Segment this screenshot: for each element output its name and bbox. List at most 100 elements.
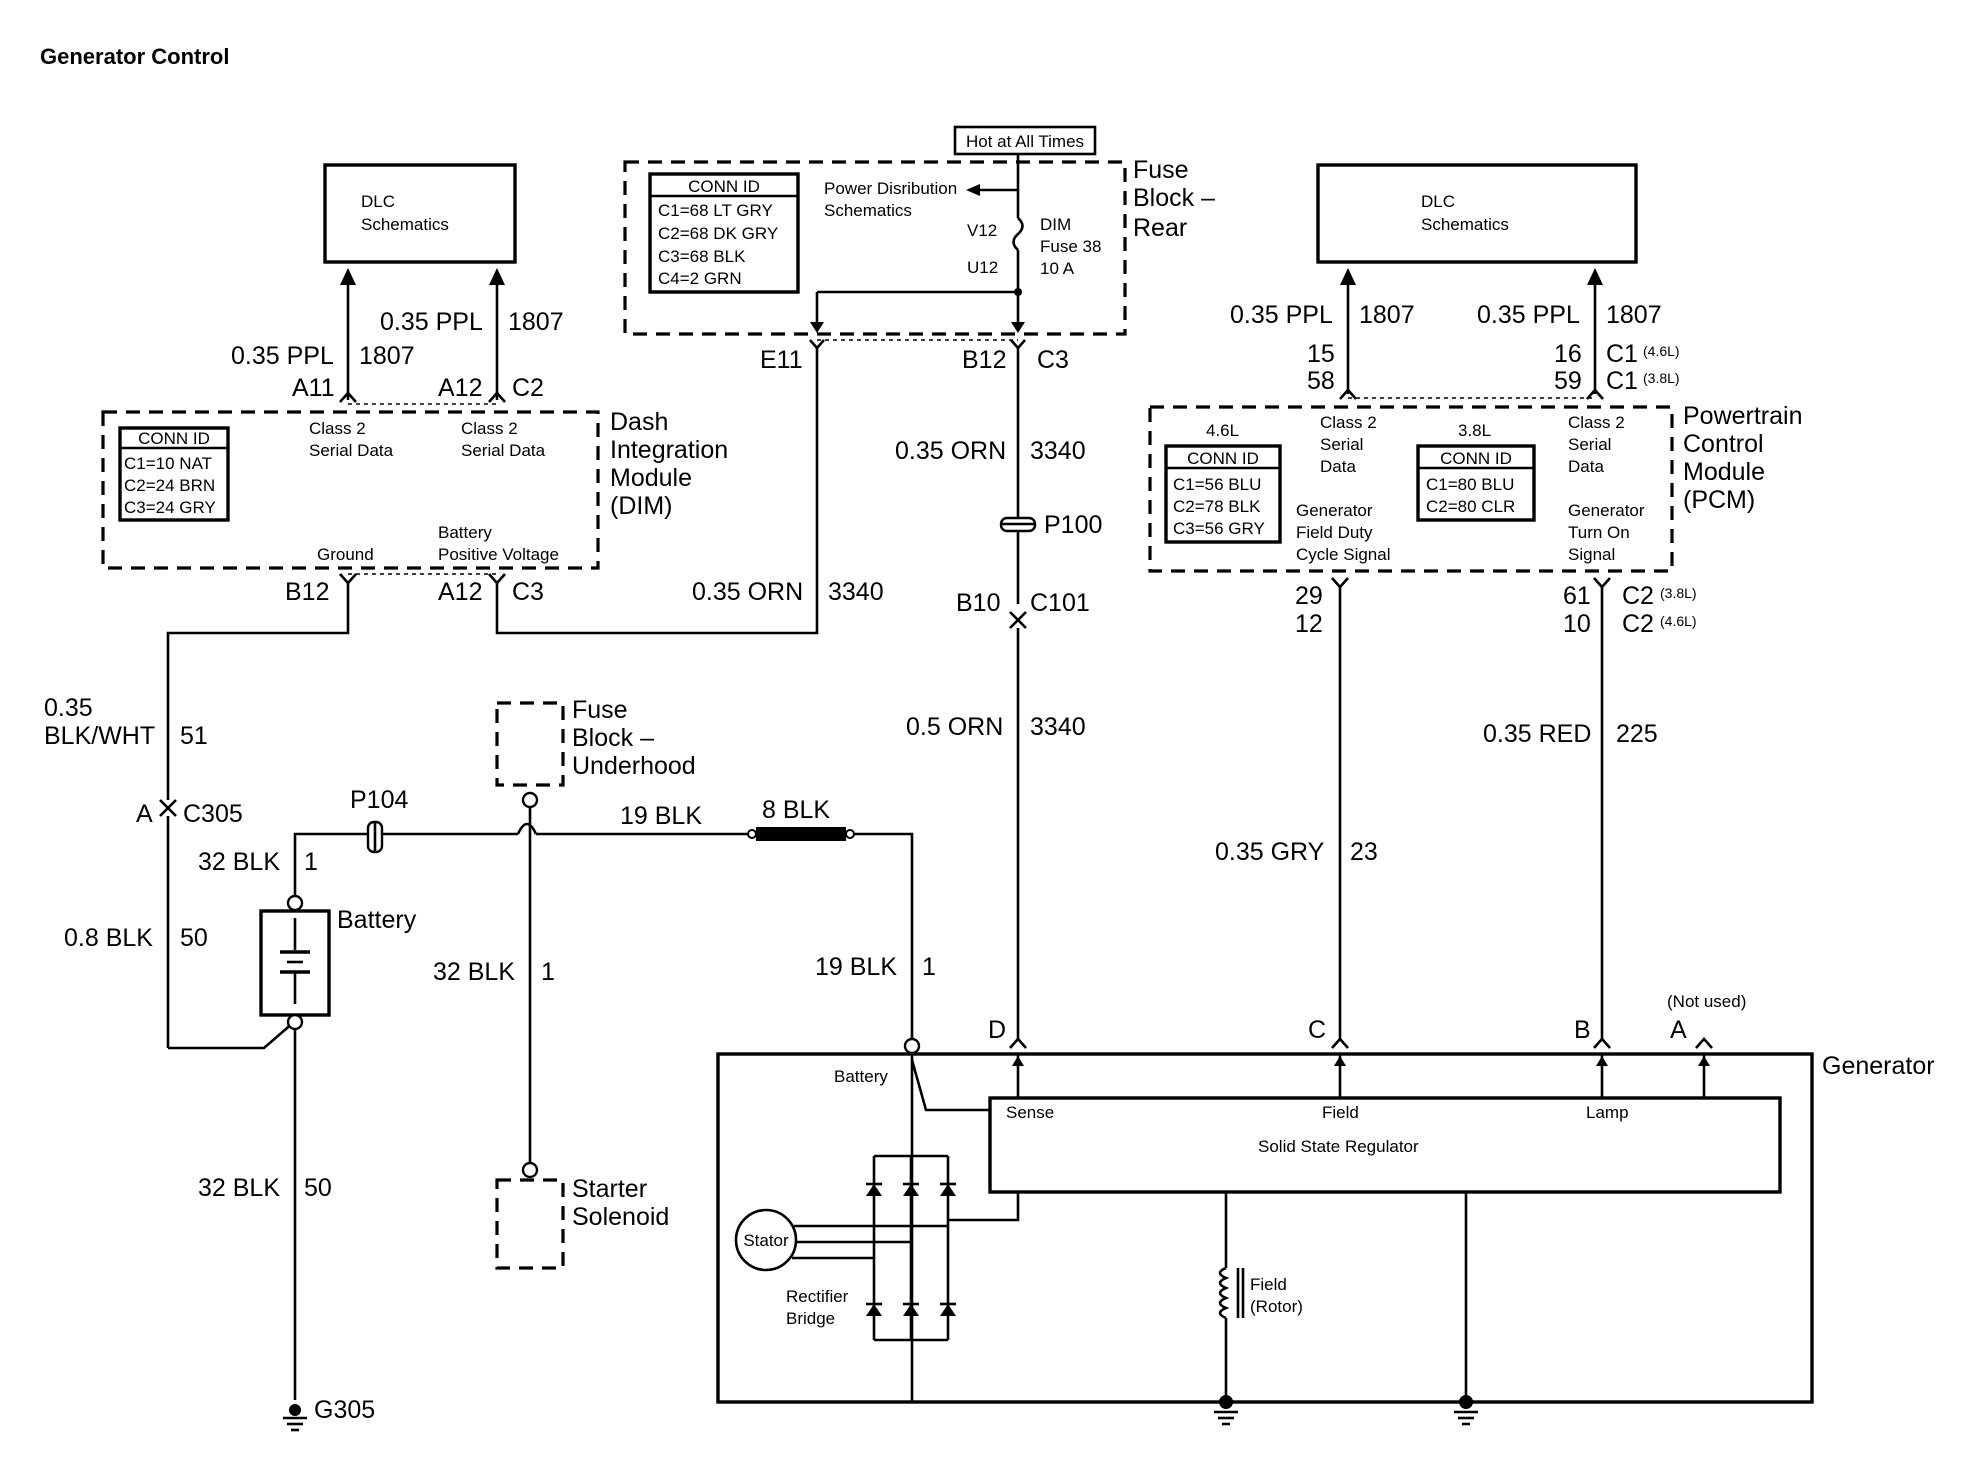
pcm-46l-label: 4.6L [1206,421,1239,440]
circuit-1-a: 1 [304,848,318,876]
wire-32-blk-b: 32 BLK [433,958,515,986]
splice-p104-label: P104 [350,786,408,814]
circuit-1-c: 1 [922,953,936,981]
fuse-block-conn-c2: C2=68 DK GRY [658,224,778,243]
starter-solenoid-box [495,1178,565,1270]
dim-serial-data-b: Serial Data [461,441,546,460]
arrow-left-icon [966,184,980,196]
gen-pin-b: B [1574,1016,1591,1044]
pcm-pin-58: 58 [1307,367,1335,395]
battery-label: Battery [337,906,417,934]
pcm-46l-a: (4.6L) [1643,343,1680,359]
dim-positive-voltage-label: Positive Voltage [438,545,559,564]
rectifier-label: Rectifier [786,1287,849,1306]
dim-conn-id-title: CONN ID [138,429,210,448]
pcm-gen-field-1: Generator [1296,501,1373,520]
dlc-label-right: DLC [1421,192,1455,211]
fuse-block-underhood-box [495,701,565,787]
hot-at-all-times-box [953,125,1097,156]
wire-19-blk-a: 19 BLK [620,802,702,830]
pin-a12-dim: A12 [438,578,482,606]
fuse-block-underhood-1: Fuse [572,696,628,724]
field-rotor-label-1: Field [1250,1275,1287,1294]
pcm-46-c2: C2=78 BLK [1173,497,1261,516]
not-used-label: (Not used) [1667,992,1746,1011]
fusible-link-icon [756,827,846,841]
dim-conn-c2: C2=24 BRN [124,476,215,495]
fuse-block-conn-id-box [648,172,800,294]
gen-pin-d: D [988,1016,1006,1044]
dim-fuse-label: DIM [1040,215,1071,234]
pcm-wire-ppl-2: 0.35 PPL [1477,301,1580,329]
conn-c2: C2 [512,374,544,402]
dim-name-line-1: Dash [610,408,668,436]
pcm-38l-a: (3.8L) [1643,370,1680,386]
dim-conn-c3: C3=24 GRY [124,498,216,517]
pcm-name-2: Control [1683,430,1764,458]
pcm-pin-10: 10 [1563,610,1591,638]
hot-at-all-times-label: Hot at All Times [966,132,1084,151]
pcm-46-c1: C1=56 BLU [1173,475,1261,494]
page-title: Generator Control [40,44,230,69]
pcm-46-c3: C3=56 GRY [1173,519,1265,538]
pcm-pin-61: 61 [1563,582,1591,610]
field-rotor-label-2: (Rotor) [1250,1297,1303,1316]
dim-class2-b: Class 2 [461,419,518,438]
regulator-sense-label: Sense [1006,1103,1054,1122]
dlc-schematics-box-left [323,163,517,264]
fuse-block-rear-box [623,160,1127,336]
splice-p100-label: P100 [1044,511,1102,539]
stator-label: Stator [743,1231,789,1250]
pcm-conn-id-box-46 [1164,444,1282,544]
fuse-block-underhood-3: Underhood [572,752,696,780]
wire-ppl-a12: 0.35 PPL [380,308,483,336]
rectifier-bridge-icon [866,1154,956,1342]
pcm-conn-c2-46: C2 [1622,610,1654,638]
dim-conn-id-box [118,426,230,522]
dim-serial-data-a: Serial Data [309,441,394,460]
pcm-conn-c1-46: C1 [1606,340,1638,368]
pcm-gen-turn-on-1: Generator [1568,501,1645,520]
conn-c3-fuse: C3 [1037,346,1069,374]
pin-a11: A11 [292,374,335,402]
wire-blkwht-gauge: 0.35 [44,694,93,722]
dim-name-line-2: Integration [610,436,728,464]
power-distribution-schematics-label: Schematics [824,201,912,220]
circuit-51: 51 [180,722,208,750]
pcm-serial-a: Serial [1320,435,1363,454]
dim-module-box [101,410,600,570]
wire-orn-gen: 0.5 ORN [906,713,1003,741]
wire-orn-dim: 0.35 ORN [692,578,803,606]
power-distribution-label: Power Disribution [824,179,957,198]
dlc-schematics-label-right: Schematics [1421,215,1509,234]
pcm-data-b: Data [1568,457,1604,476]
circuit-1807-a11: 1807 [359,342,415,370]
pcm-circuit-1807-1: 1807 [1359,301,1415,329]
gen-battery-label: Battery [834,1067,888,1086]
wire-ppl-a11: 0.35 PPL [231,342,334,370]
circuit-3340-fuse: 3340 [1030,437,1086,465]
pcm-module-box [1148,405,1674,573]
generator-box [716,1052,1814,1404]
circuit-50-a: 50 [180,924,208,952]
wire-32-blk-c: 32 BLK [198,1174,280,1202]
pcm-circuit-1807-2: 1807 [1606,301,1662,329]
pcm-conn-id-box-38 [1416,444,1536,522]
circuit-50-b: 50 [304,1174,332,1202]
field-rotor-icon [1218,1266,1230,1320]
pcm-serial-b: Serial [1568,435,1611,454]
wire-19-blk-b: 19 BLK [815,953,897,981]
fuse-block-conn-c3: C3=68 BLK [658,247,746,266]
fuse-block-rear-label-1: Fuse [1133,156,1189,184]
pin-u12: U12 [967,258,998,277]
conn-c3-dim: C3 [512,578,544,606]
pin-a-c305: A [136,800,153,828]
pcm-class2-b: Class 2 [1568,413,1625,432]
dim-conn-c1: C1=10 NAT [124,454,212,473]
conn-c305: C305 [183,800,243,828]
pcm-pin-12: 12 [1295,610,1323,638]
pcm-class2-a: Class 2 [1320,413,1377,432]
fuse-rating-label: 10 A [1040,259,1075,278]
